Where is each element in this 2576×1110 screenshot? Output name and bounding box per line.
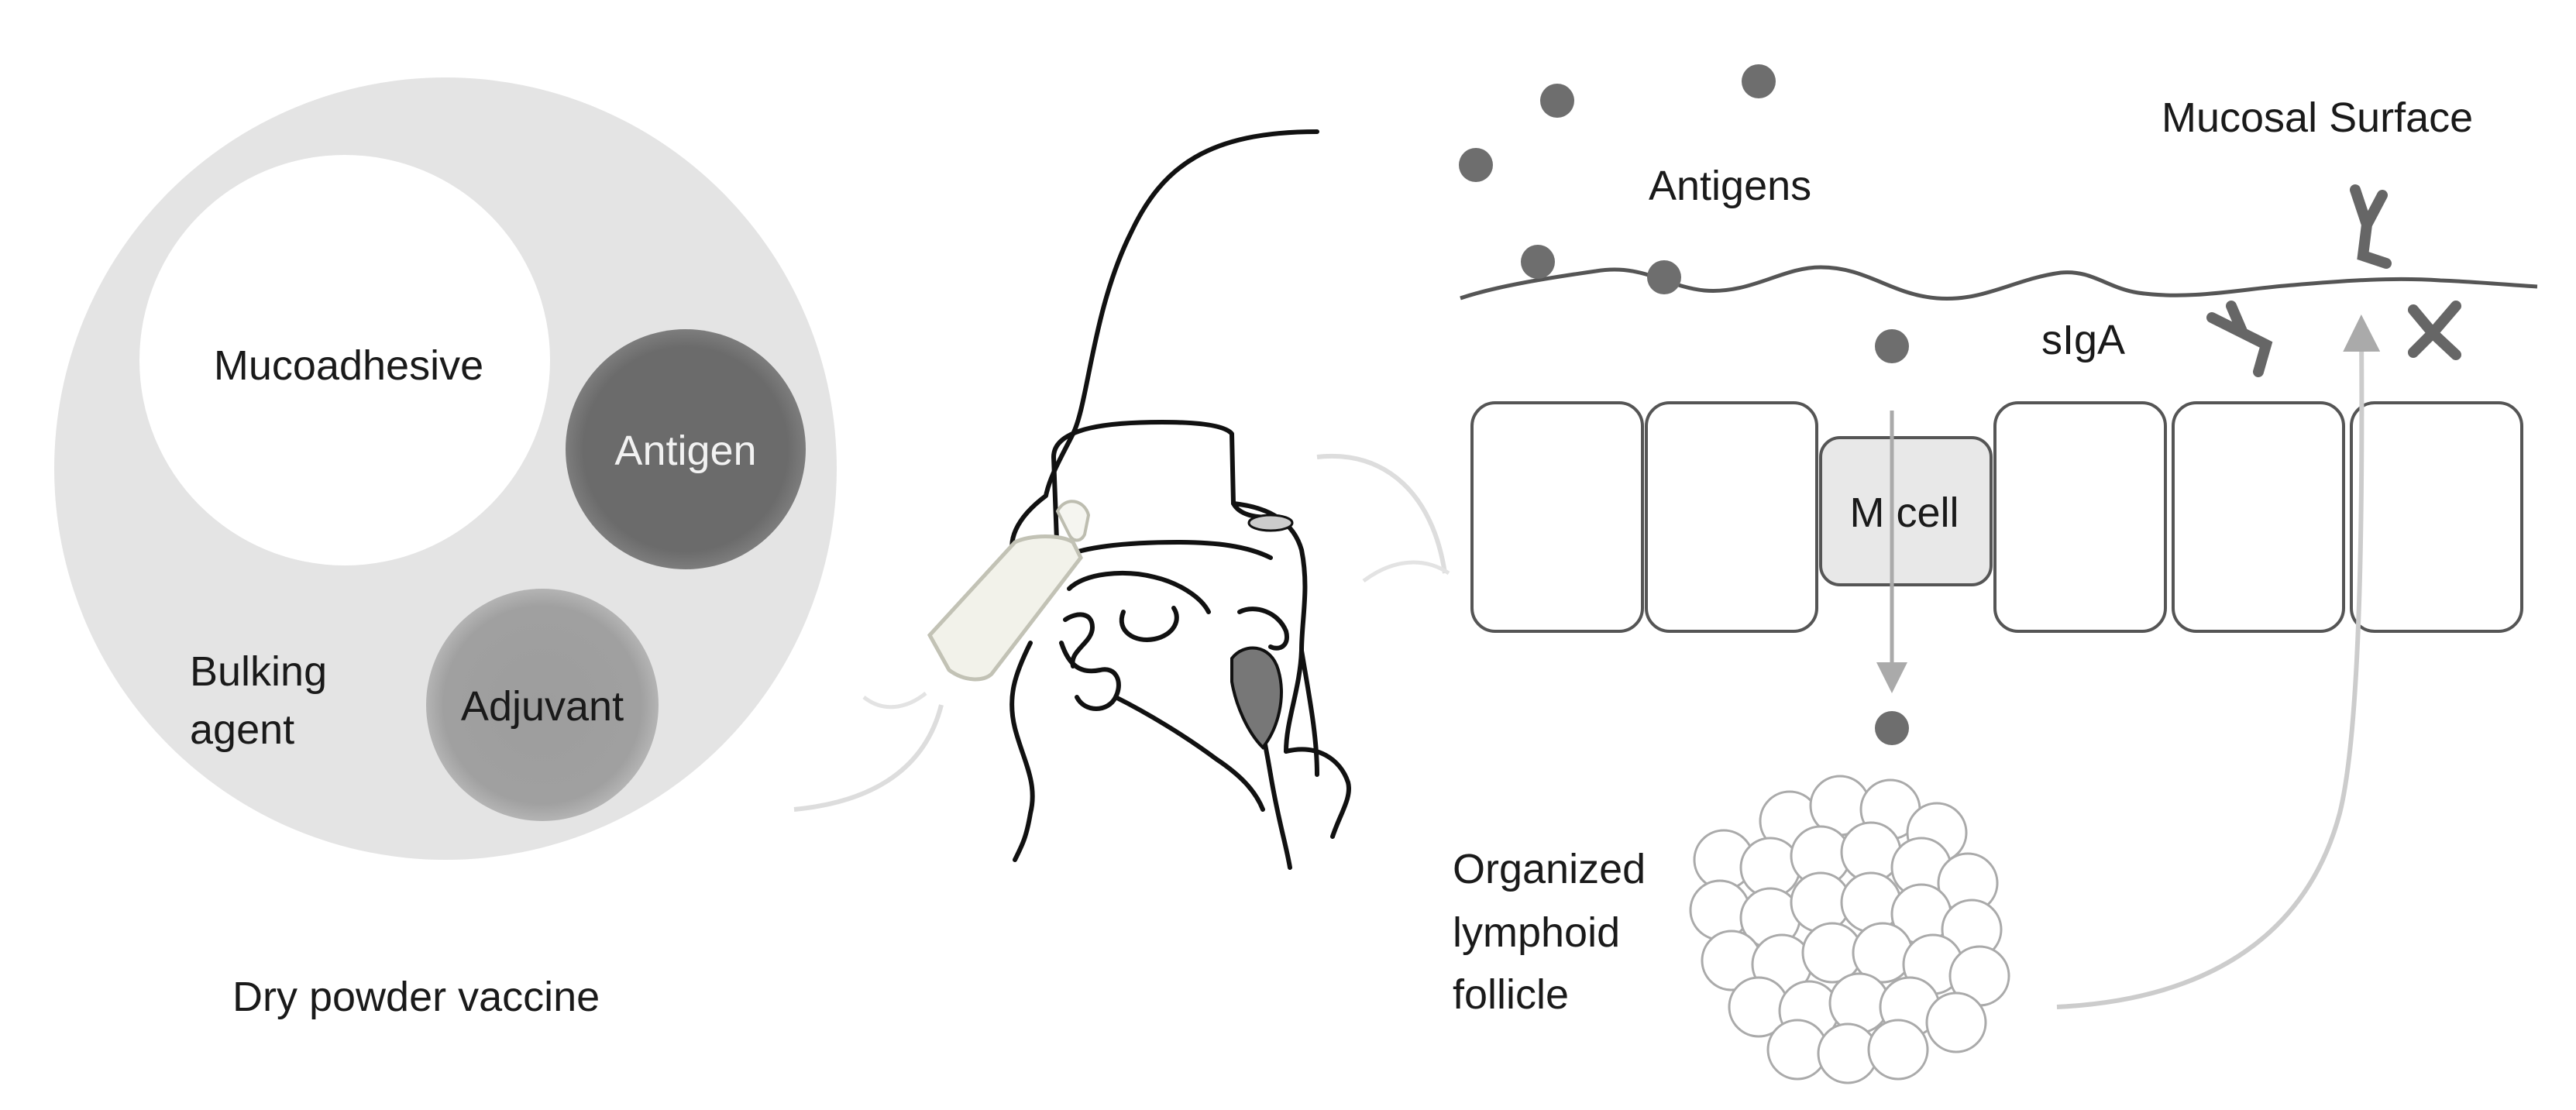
antigen-region <box>566 329 806 569</box>
mucoadhesive-region <box>139 155 550 565</box>
palate-highlight <box>1247 514 1294 532</box>
bulking-agent-label-line2: agent <box>190 706 294 753</box>
siga-label: sIgA <box>2041 317 2125 363</box>
siga-secretion-arrow <box>2056 314 2381 1009</box>
follicle-cell <box>1867 1019 1929 1081</box>
mucoadhesive-label: Mucoadhesive <box>214 342 483 389</box>
antigen-dots <box>1459 64 1909 745</box>
antibody-icon <box>2350 184 2392 269</box>
epithelial-cell-4 <box>2172 401 2345 633</box>
antigen-dot-icon <box>1647 260 1681 294</box>
antibody-icon <box>2408 301 2461 360</box>
antigen-dot-icon <box>1459 148 1493 182</box>
head-profile-icon <box>1009 129 1351 870</box>
connector-curve-right-small <box>1362 560 1450 583</box>
organized-lymphoid-follicle <box>1689 775 2010 1084</box>
epithelial-cell-1 <box>1470 401 1644 633</box>
mucosal-surface: Mucosal Surface Antigens sIgA M cell Org… <box>1453 64 2538 1084</box>
follicle-label-line1: Organized <box>1453 846 1646 892</box>
antibody-icon <box>2206 301 2273 377</box>
antigen-label: Antigen <box>614 428 756 474</box>
connector-curve-right <box>1316 453 1447 574</box>
nasopharynx-highlight <box>1230 646 1283 750</box>
epithelial-cell-2 <box>1645 401 1818 633</box>
nasal-spray-device-icon <box>927 500 1091 682</box>
follicle-label-line2: lymphoid <box>1453 909 1620 956</box>
antigen-dot-icon <box>1540 84 1574 118</box>
adjuvant-label: Adjuvant <box>461 683 624 730</box>
dry-powder-particle: Mucoadhesive Antigen Adjuvant Bulking ag… <box>54 77 837 1020</box>
mucosal-surface-line <box>1460 265 2538 301</box>
epithelial-cell-3 <box>1993 401 2167 633</box>
follicle-cell <box>1925 991 1987 1053</box>
antigen-dot-icon <box>1521 245 1555 279</box>
adjuvant-region <box>426 589 659 821</box>
follicle-label-line3: follicle <box>1453 971 1569 1018</box>
antigens-label: Antigens <box>1649 163 1811 209</box>
connector-curve-left-small <box>862 692 927 710</box>
follicle-cell <box>1689 879 1751 941</box>
dry-powder-vaccine-caption: Dry powder vaccine <box>232 974 600 1020</box>
connector-curve-left <box>793 704 944 812</box>
bulking-agent-label-line1: Bulking <box>190 648 327 695</box>
antigen-dot-icon <box>1875 329 1909 363</box>
mucosal-surface-label: Mucosal Surface <box>2162 95 2473 141</box>
follicle-cell <box>1840 871 1902 933</box>
m-cell <box>1819 436 1993 586</box>
antigen-dot-icon <box>1875 711 1909 745</box>
epithelial-cell-5 <box>2350 401 2523 633</box>
m-cell-label: M cell <box>1849 490 1959 536</box>
antigen-dot-icon <box>1742 64 1776 98</box>
